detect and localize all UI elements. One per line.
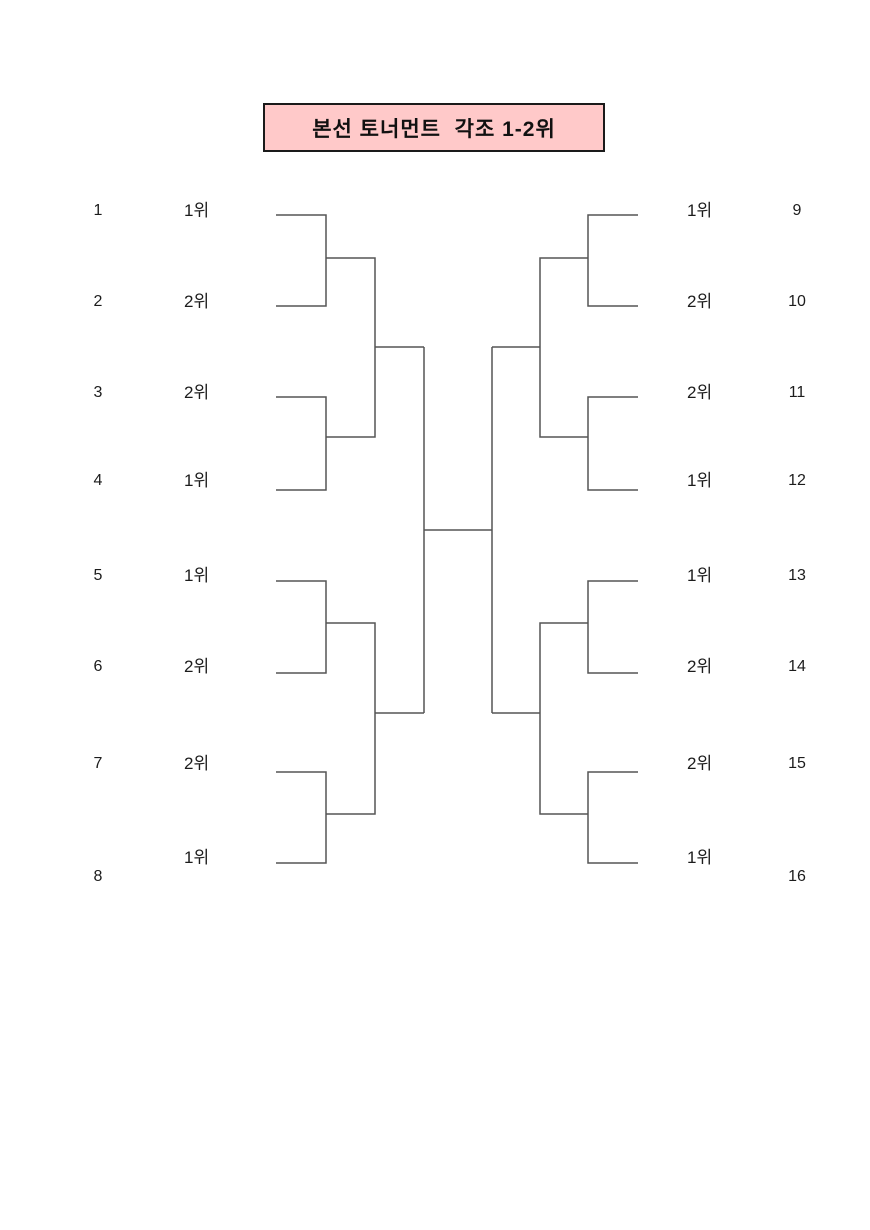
seed-number-13: 13 bbox=[788, 567, 806, 584]
seed-number-8: 8 bbox=[93, 868, 103, 885]
seed-number-14: 14 bbox=[788, 658, 806, 675]
seed-number-5: 5 bbox=[93, 567, 103, 584]
rank-label-7: 2위 bbox=[184, 754, 210, 773]
rank-label-13: 1위 bbox=[687, 566, 713, 585]
rank-label-2: 2위 bbox=[184, 292, 210, 311]
rank-label-16: 1위 bbox=[687, 848, 713, 867]
rank-label-11: 2위 bbox=[687, 383, 713, 402]
left-qf-connector-top bbox=[326, 257, 376, 438]
seed-number-9: 9 bbox=[792, 202, 802, 219]
rank-label-10: 2위 bbox=[687, 292, 713, 311]
seed-number-1: 1 bbox=[93, 202, 103, 219]
seed-number-4: 4 bbox=[93, 472, 103, 489]
seed-number-15: 15 bbox=[788, 755, 806, 772]
seed-number-2: 2 bbox=[93, 293, 103, 310]
title-box: 본선 토너먼트 각조 1-2위 bbox=[263, 103, 605, 152]
page-title: 본선 토너먼트 각조 1-2위 bbox=[312, 117, 556, 141]
right-match-line-13-14 bbox=[587, 580, 638, 674]
rank-label-9: 1위 bbox=[687, 201, 713, 220]
seed-number-6: 6 bbox=[93, 658, 103, 675]
rank-label-3: 2위 bbox=[184, 383, 210, 402]
rank-label-8: 1위 bbox=[184, 848, 210, 867]
right-match-line-15-16 bbox=[587, 771, 638, 864]
seed-number-10: 10 bbox=[788, 293, 806, 310]
seed-number-12: 12 bbox=[788, 472, 806, 489]
right-qf-connector-bottom bbox=[539, 622, 588, 815]
left-match-line-3-4 bbox=[276, 396, 327, 491]
right-match-line-9-10 bbox=[587, 214, 638, 307]
rank-label-6: 2위 bbox=[184, 657, 210, 676]
right-match-line-11-12 bbox=[587, 396, 638, 491]
left-qf-connector-bottom bbox=[326, 622, 376, 815]
left-match-line-1-2 bbox=[276, 214, 327, 307]
seed-number-7: 7 bbox=[93, 755, 103, 772]
seed-number-11: 11 bbox=[788, 384, 806, 401]
rank-label-4: 1위 bbox=[184, 471, 210, 490]
left-match-line-7-8 bbox=[276, 771, 327, 864]
right-qf-connector-top bbox=[539, 257, 588, 438]
rank-label-12: 1위 bbox=[687, 471, 713, 490]
rank-label-14: 2위 bbox=[687, 657, 713, 676]
rank-label-15: 2위 bbox=[687, 754, 713, 773]
seed-number-3: 3 bbox=[93, 384, 103, 401]
rank-label-1: 1위 bbox=[184, 201, 210, 220]
seed-number-16: 16 bbox=[788, 868, 806, 885]
rank-label-5: 1위 bbox=[184, 566, 210, 585]
left-match-line-5-6 bbox=[276, 580, 327, 674]
